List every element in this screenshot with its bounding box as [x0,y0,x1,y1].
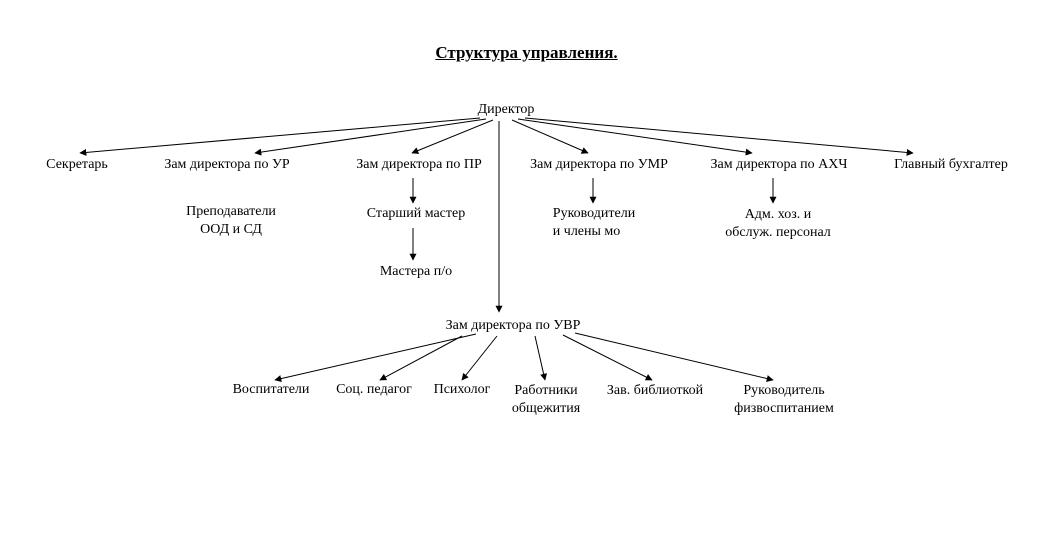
node-library-head: Зав. библиоткой [606,383,704,398]
edge-uvr-social-pedagogue [379,335,463,381]
edge-director-secretary [79,117,481,156]
edge-director-deputy-ahch [517,118,753,156]
node-educators: Воспитатели [232,382,310,397]
node-social-pedagogue: Соц. педагог [336,382,412,397]
edge-uvr-psychologist [461,335,498,381]
node-heads-line2: и члены мо [552,224,621,239]
node-secretary: Секретарь [46,157,108,172]
node-deputy-umr: Зам директора по УМР [530,157,668,172]
node-pe-head-line2: физвоспитанием [734,401,834,416]
node-teachers-line2: ООД и СД [200,222,262,237]
node-deputy-uvr: Зам директора по УВР [445,318,581,333]
node-heads: Руководители и члены мо [553,205,635,241]
edge-director-deputy-ur [254,118,487,156]
node-pe-head-line1: Руководитель [743,383,825,398]
node-psychologist: Психолог [433,382,491,397]
node-teachers: Преподаватели ООД и СД [186,203,276,239]
node-pe-head: Руководитель физвоспитанием [734,382,834,418]
edge-uvr-pe-head [574,332,774,382]
node-dorm-workers: Работники общежития [512,382,580,418]
edge-director-deputy-pr [411,119,494,154]
node-deputy-pr: Зам директора по ПР [356,157,482,172]
node-chief-accountant: Главный бухгалтер [894,157,1008,172]
node-admin-staff: Адм. хоз. и обслуж. персонал [725,206,831,242]
edge-director-deputy-umr [511,119,589,154]
edge-uvr-library-head [562,334,653,381]
node-dorm-workers-line1: Работники [514,383,578,398]
node-senior-master: Старший мастер [366,206,466,221]
node-teachers-line1: Преподаватели [186,204,276,219]
node-heads-line1: Руководители [552,206,636,221]
node-deputy-ahch: Зам директора по АХЧ [710,157,848,172]
node-masters: Мастера п/о [379,264,453,279]
node-admin-staff-line1: Адм. хоз. и [744,207,812,222]
page-title: Структура управления. [435,43,618,62]
edge-uvr-educators [274,333,477,383]
node-director: Директор [477,102,535,117]
edge-uvr-dorm-workers [534,335,548,381]
edge-director-chief-accountant [524,117,914,156]
node-dorm-workers-line2: общежития [511,401,581,416]
node-admin-staff-line2: обслуж. персонал [725,225,831,240]
node-deputy-ur: Зам директора по УР [164,157,290,172]
